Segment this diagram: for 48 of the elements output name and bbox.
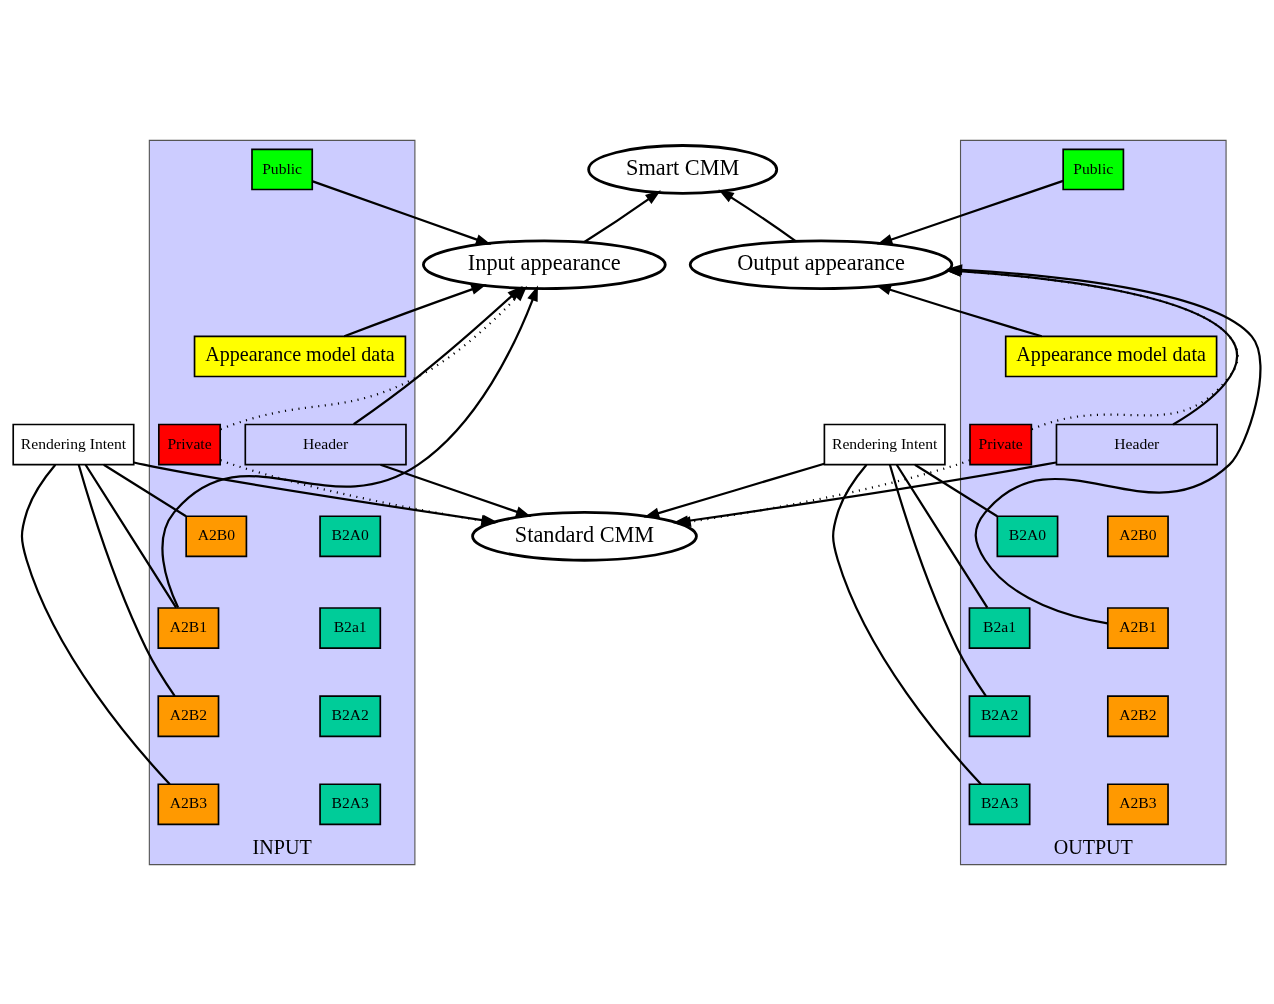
arrow	[876, 179, 1064, 245]
node-box: A2B1	[157, 606, 220, 649]
arrow	[583, 189, 661, 243]
connector	[103, 463, 187, 517]
node-box: Header	[244, 423, 407, 465]
node-ellipse: Standard CMM	[471, 510, 698, 562]
node-box: A2B0	[185, 514, 248, 557]
arrow	[675, 458, 971, 527]
node-box: B2A0	[319, 514, 382, 557]
arrow	[643, 462, 825, 518]
node-box: B2A2	[968, 694, 1031, 737]
connector	[895, 463, 989, 608]
node-box: B2a1	[319, 606, 382, 649]
connector	[914, 463, 998, 517]
arrow	[718, 188, 797, 242]
node-box: A2B1	[1106, 606, 1169, 649]
node-box: B2A2	[319, 694, 382, 737]
node-ellipse: Smart CMM	[587, 143, 779, 195]
node-box: Public	[1062, 148, 1125, 190]
node-ellipse: Input appearance	[422, 238, 667, 290]
connector	[888, 463, 987, 697]
node-box: Appearance model data	[193, 335, 407, 377]
node-box: Public	[251, 148, 314, 190]
arrow	[875, 284, 1042, 337]
node-box: B2a1	[968, 606, 1031, 649]
node-ellipse: Output appearance	[688, 238, 954, 290]
connector	[84, 463, 178, 608]
arrow	[380, 463, 532, 517]
node-box: Appearance model data	[1004, 335, 1218, 377]
node-box: A2B2	[157, 694, 220, 737]
node-box: A2B0	[1106, 514, 1169, 557]
arrow	[343, 283, 487, 337]
node-box: A2B3	[157, 782, 220, 825]
node-box: A2B3	[1106, 782, 1169, 825]
node-box: B2A3	[968, 782, 1031, 825]
node-box: Rendering Intent	[12, 423, 135, 465]
node-box: Rendering Intent	[823, 423, 946, 465]
node-box: Header	[1055, 423, 1218, 465]
node-box: A2B2	[1106, 694, 1169, 737]
node-box: Private	[969, 423, 1033, 465]
arrow	[312, 179, 492, 245]
node-box: B2A0	[996, 514, 1059, 557]
node-box: Private	[158, 423, 222, 465]
node-box: B2A3	[319, 782, 382, 825]
connector	[20, 463, 171, 785]
connector	[77, 463, 176, 697]
arrow	[946, 263, 1262, 624]
connector	[832, 463, 982, 785]
